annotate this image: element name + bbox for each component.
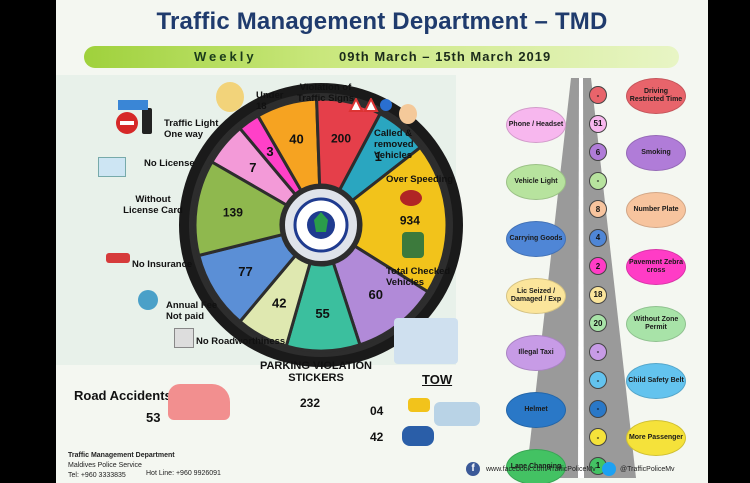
week-label: Weekly xyxy=(194,49,257,64)
road-item-bubble: More Passenger xyxy=(626,420,686,456)
road-item-value: - xyxy=(589,86,607,104)
road-item-bubble: Driving Restricted Time xyxy=(626,78,686,114)
road-item-bubble: Helmet xyxy=(506,391,566,428)
towed-motorbike-icon xyxy=(402,426,434,446)
wheel-segment-value: 934 xyxy=(400,213,420,227)
speed-camera-icon xyxy=(400,190,422,206)
road-item-bubble: Vehicle Light xyxy=(506,163,566,200)
infographic-panel: Traffic Management Department – TMD Week… xyxy=(56,0,708,483)
road-item-value: 18 xyxy=(589,285,607,304)
road-item-bubble: Phone / Headset xyxy=(506,106,566,143)
violation-wheel: 73 40 200 1 934 60 55 42 77 139 xyxy=(179,83,463,367)
wheel-segment-value: 1 xyxy=(375,149,382,164)
license-card-icon xyxy=(98,157,126,177)
wheel-segment-value: 7 xyxy=(249,160,256,175)
accidents-title: Road Accidents xyxy=(74,388,172,403)
road-item-value: 6 xyxy=(589,143,607,161)
road-item-bubble: Child Safety Belt xyxy=(626,363,686,399)
road-item-value: - xyxy=(589,428,607,446)
label-called: Called & removed Vehicles xyxy=(374,128,414,161)
twitter-icon[interactable] xyxy=(602,462,616,476)
footer-hotline: Hot Line: +960 9926091 xyxy=(146,470,221,477)
road-item-value: 4 xyxy=(589,228,607,247)
towed-car-icon xyxy=(408,398,430,412)
wheel-segment-value: 139 xyxy=(223,206,243,220)
road-item-bubble: Smoking xyxy=(626,135,686,171)
label-no-insurance: No Insurance xyxy=(132,259,193,270)
footer-service: Maldives Police Service xyxy=(68,462,142,469)
twitter-link[interactable]: @TrafficPoliceMv xyxy=(620,466,675,473)
road-item-value: 51 xyxy=(589,114,607,133)
label-no-license: No License xyxy=(144,158,195,169)
page-title: Traffic Management Department – TMD xyxy=(156,8,608,35)
officer-icon xyxy=(399,104,417,124)
footer-tel: Tel: +960 3333835 xyxy=(68,472,126,479)
checking-officers-icon xyxy=(402,232,424,258)
tow-bike-value: 42 xyxy=(370,430,384,444)
wheel-segment-value: 60 xyxy=(369,287,383,302)
label-no-roadworthiness: No Roadworthiness xyxy=(196,336,286,347)
tow-car-silhouette-icon xyxy=(434,402,480,426)
parking-value: 232 xyxy=(300,396,321,410)
one-way-sign-icon xyxy=(118,100,148,110)
annual-fee-icon xyxy=(138,290,158,310)
road-item-bubble: Lane Changing xyxy=(506,448,566,483)
label-total-checked: Total Checked Vehicles xyxy=(386,266,451,288)
wheel-segment-value: 200 xyxy=(331,131,351,145)
traffic-light-icon xyxy=(142,108,152,134)
road-centerline xyxy=(578,78,584,478)
no-entry-icon xyxy=(116,112,138,134)
week-banner: Weekly 09th March – 15th March 2019 xyxy=(84,46,679,68)
footer-dept: Traffic Management Department xyxy=(68,452,175,459)
road-item-bubble: Lic Seized / Damaged / Exp xyxy=(506,277,566,314)
accident-car-icon xyxy=(168,384,230,420)
road-item-value: 8 xyxy=(589,200,607,218)
wheel-segment-value: 42 xyxy=(272,296,286,311)
accidents-value: 53 xyxy=(146,410,161,425)
road-item-value: 20 xyxy=(589,314,607,332)
road-item-bubble: Carrying Goods xyxy=(506,220,566,257)
wheel-segment-value: 40 xyxy=(289,131,303,146)
wheel-segment-value: 77 xyxy=(238,264,252,279)
wheel-segment-value: 55 xyxy=(315,306,329,321)
wheel-segment-value: 3 xyxy=(266,144,273,159)
insurance-car-icon xyxy=(106,253,130,263)
facebook-link[interactable]: www.facebook.com/TrafficPoliceMv xyxy=(486,466,596,473)
police-emblem-icon xyxy=(314,212,328,232)
roadworthiness-icon xyxy=(174,328,194,348)
parking-title: PARKING VIOLATION STICKERS xyxy=(259,360,373,384)
label-under: Under xyxy=(256,90,284,101)
label-annual-fee: Annual Fee Not paid xyxy=(166,300,218,322)
label-violation: Violation of Traffic Signs xyxy=(296,82,354,104)
road-graphic xyxy=(526,78,636,478)
road-item-value: - xyxy=(589,399,607,418)
tow-truck-icon xyxy=(394,318,458,364)
tow-car-value: 04 xyxy=(370,404,384,418)
road-item-value: - xyxy=(589,171,607,190)
label-under-value: 18 xyxy=(256,101,267,112)
label-traffic-light: Traffic Light One way xyxy=(164,118,219,140)
traffic-signs-icon xyxy=(348,96,396,112)
road-item-bubble: Number Plate xyxy=(626,192,686,228)
road-item-value: - xyxy=(589,342,607,361)
road-item-bubble: Without Zone Permit xyxy=(626,306,686,342)
label-over-speeding: Over Speeding xyxy=(386,174,454,185)
facebook-icon[interactable]: f xyxy=(466,462,480,476)
date-range: 09th March – 15th March 2019 xyxy=(339,49,552,64)
road-item-bubble: Illegal Taxi xyxy=(506,334,566,371)
road-item-value: 2 xyxy=(589,257,607,275)
road-item-value: - xyxy=(589,371,607,389)
label-without-license: Without License Card xyxy=(123,194,183,216)
scooter-rider-icon xyxy=(216,82,244,112)
road-item-bubble: Pavement Zebra cross xyxy=(626,249,686,285)
tow-title: TOW xyxy=(422,372,453,387)
